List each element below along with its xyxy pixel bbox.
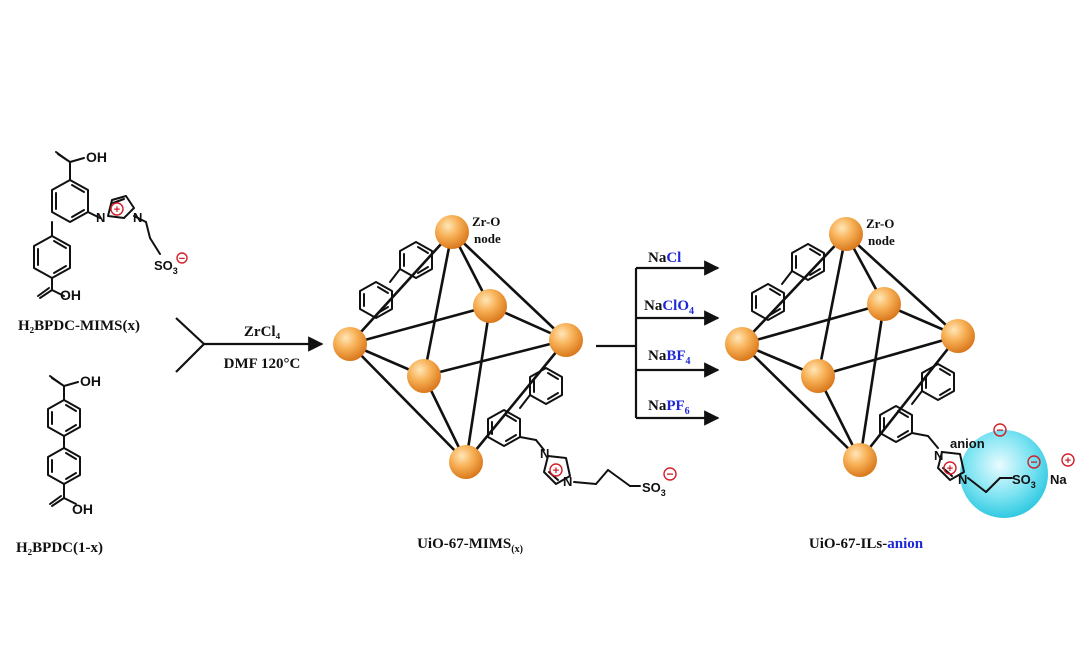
reactant-mims-label: H₂BPDC-MIMS(x) — [18, 318, 140, 334]
product-node-label-line2: node — [868, 233, 895, 248]
salt-napf6: NaPF6 — [648, 398, 690, 417]
reactant2-oh-bottom: OH — [72, 501, 93, 517]
zr-o-node-product-icon — [725, 217, 975, 477]
combine-bracket — [175, 317, 205, 373]
reactant-bpdc-label: H₂BPDC(1-x) — [16, 540, 103, 556]
node-label-line2: node — [474, 231, 501, 246]
reactant-n2: N — [133, 210, 142, 225]
svg-text:−: − — [996, 423, 1003, 437]
salt-naclo4: NaClO4 — [644, 298, 694, 317]
node-label-line1: Zr-O — [472, 214, 500, 229]
reactant-oh-bottom: OH — [60, 287, 81, 303]
svg-text:+: + — [947, 463, 953, 475]
svg-text:−: − — [1030, 455, 1037, 469]
product-n1: N — [934, 448, 943, 463]
mof-cage-intermediate — [348, 230, 641, 487]
reactant-n1: N — [96, 210, 105, 225]
product-anion-negative-charge-icon: − — [993, 423, 1007, 437]
svg-text:+: + — [553, 465, 559, 477]
intermediate-label: UiO-67-MIMS(x) — [417, 536, 523, 555]
reactant-positive-charge-icon: + — [110, 202, 124, 216]
zr-o-node-icon — [333, 215, 583, 479]
product-so3-negative-charge-icon: − — [1027, 455, 1041, 469]
reactant-oh-top: OH — [86, 149, 107, 165]
svg-text:+: + — [114, 204, 120, 216]
product-node-label-line1: Zr-O — [866, 216, 894, 231]
reactant-so3: SO3 — [154, 258, 178, 276]
product-positive-charge-icon: + — [943, 461, 957, 475]
step1-conditions: DMF 120°C — [224, 356, 301, 372]
product-anion-text: anion — [950, 436, 985, 451]
reactant2-oh-top: OH — [80, 373, 101, 389]
svg-text:+: + — [1065, 455, 1071, 467]
intermediate-negative-charge-icon: − — [663, 467, 677, 481]
mof-cage-product — [740, 232, 960, 462]
reactant-mims-structure — [33, 151, 161, 299]
salt-nacl: NaCl — [648, 250, 681, 266]
product-n2: N — [958, 472, 967, 487]
reactant-bpdc-structure — [47, 375, 81, 507]
step1-reagent: ZrCl₄ — [244, 324, 281, 340]
intermediate-n1: N — [540, 446, 549, 461]
step2-arrows — [596, 260, 720, 426]
product-label: UiO-67-ILs-anion — [809, 536, 924, 552]
product-so3: SO3 — [1012, 472, 1036, 490]
svg-text:−: − — [666, 467, 673, 481]
product-na-positive-charge-icon: + — [1061, 453, 1075, 467]
anion-bubble — [960, 430, 1048, 518]
intermediate-n2: N — [563, 474, 572, 489]
intermediate-so3: SO3 — [642, 480, 666, 498]
salt-nabf4: NaBF4 — [648, 348, 691, 367]
intermediate-positive-charge-icon: + — [549, 463, 563, 477]
product-na: Na — [1050, 472, 1067, 487]
reactant-negative-charge-icon: − — [176, 252, 188, 265]
svg-text:−: − — [179, 253, 185, 265]
